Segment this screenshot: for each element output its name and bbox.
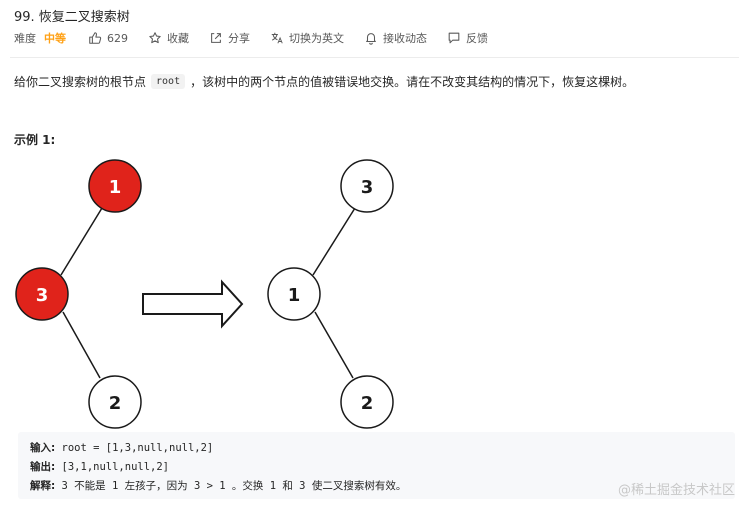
tree-edge xyxy=(314,311,354,379)
star-icon xyxy=(148,31,162,45)
thumbs-up-icon xyxy=(88,31,102,45)
node-label: 1 xyxy=(288,285,301,306)
problem-description: 给你二叉搜索树的根节点 root ，该树中的两个节点的值被错误地交换。请在不改变… xyxy=(14,73,634,90)
notify-button[interactable]: 接收动态 xyxy=(364,30,427,46)
notify-label: 接收动态 xyxy=(383,32,427,45)
input-value: root = [1,3,null,null,2] xyxy=(61,442,214,454)
explain-label: 解释: xyxy=(30,480,56,492)
explain-line: 解释: 3 不能是 1 左孩子，因为 3 > 1 。交换 1 和 3 使二叉搜索… xyxy=(30,478,406,493)
before-left-node: 3 xyxy=(15,267,69,321)
node-label: 2 xyxy=(109,393,122,414)
feedback-label: 反馈 xyxy=(466,32,488,45)
example-io-block: 输入: root = [1,3,null,null,2] 输出: [3,1,nu… xyxy=(18,432,735,499)
favorite-button[interactable]: 收藏 xyxy=(148,30,189,46)
inline-code-root: root xyxy=(151,74,186,89)
output-value: [3,1,null,null,2] xyxy=(61,461,169,473)
node-label: 3 xyxy=(361,177,374,198)
watermark: @稀土掘金技术社区 xyxy=(617,483,735,498)
tree-edge xyxy=(60,207,103,276)
node-label: 1 xyxy=(109,177,122,198)
share-label: 分享 xyxy=(228,32,250,45)
feedback-icon xyxy=(447,31,461,45)
example-diagram: 1 3 2 3 1 2 xyxy=(15,159,394,429)
difficulty-label: 难度 xyxy=(14,32,36,45)
share-icon xyxy=(209,31,223,45)
example-title: 示例 1: xyxy=(14,133,56,147)
page-title: 99. 恢复二叉搜索树 xyxy=(14,10,130,25)
after-left-right-node: 2 xyxy=(340,375,394,429)
node-label: 2 xyxy=(361,393,374,414)
bell-icon xyxy=(364,31,378,45)
problem-toolbar: 难度 中等 629 收藏 分享 切换为英文 接收动态 反馈 xyxy=(14,30,508,46)
like-button[interactable]: 629 xyxy=(88,31,128,45)
tree-edge xyxy=(312,207,356,276)
explain-value: 3 不能是 1 左孩子，因为 3 > 1 。交换 1 和 3 使二叉搜索树有效。 xyxy=(61,480,407,492)
switch-language-button[interactable]: 切换为英文 xyxy=(270,30,344,46)
node-label: 3 xyxy=(36,285,49,306)
after-root-node: 3 xyxy=(340,159,394,213)
switch-language-label: 切换为英文 xyxy=(289,32,344,45)
translate-icon xyxy=(270,31,284,45)
after-left-node: 1 xyxy=(267,267,321,321)
input-label: 输入: xyxy=(30,442,56,454)
like-count: 629 xyxy=(107,31,128,45)
favorite-label: 收藏 xyxy=(167,32,189,45)
description-text-after: ，该树中的两个节点的值被错误地交换。请在不改变其结构的情况下，恢复这棵树。 xyxy=(190,75,635,89)
input-line: 输入: root = [1,3,null,null,2] xyxy=(30,440,213,455)
before-left-right-node: 2 xyxy=(88,375,142,429)
output-line: 输出: [3,1,null,null,2] xyxy=(30,459,169,474)
difficulty-badge: 中等 xyxy=(44,32,66,45)
arrow-right-icon xyxy=(142,279,244,329)
output-label: 输出: xyxy=(30,461,56,473)
description-text-before: 给你二叉搜索树的根节点 xyxy=(14,75,147,89)
divider xyxy=(10,57,739,58)
feedback-button[interactable]: 反馈 xyxy=(447,30,488,46)
tree-edge xyxy=(62,311,101,379)
share-button[interactable]: 分享 xyxy=(209,30,250,46)
before-root-node: 1 xyxy=(88,159,142,213)
